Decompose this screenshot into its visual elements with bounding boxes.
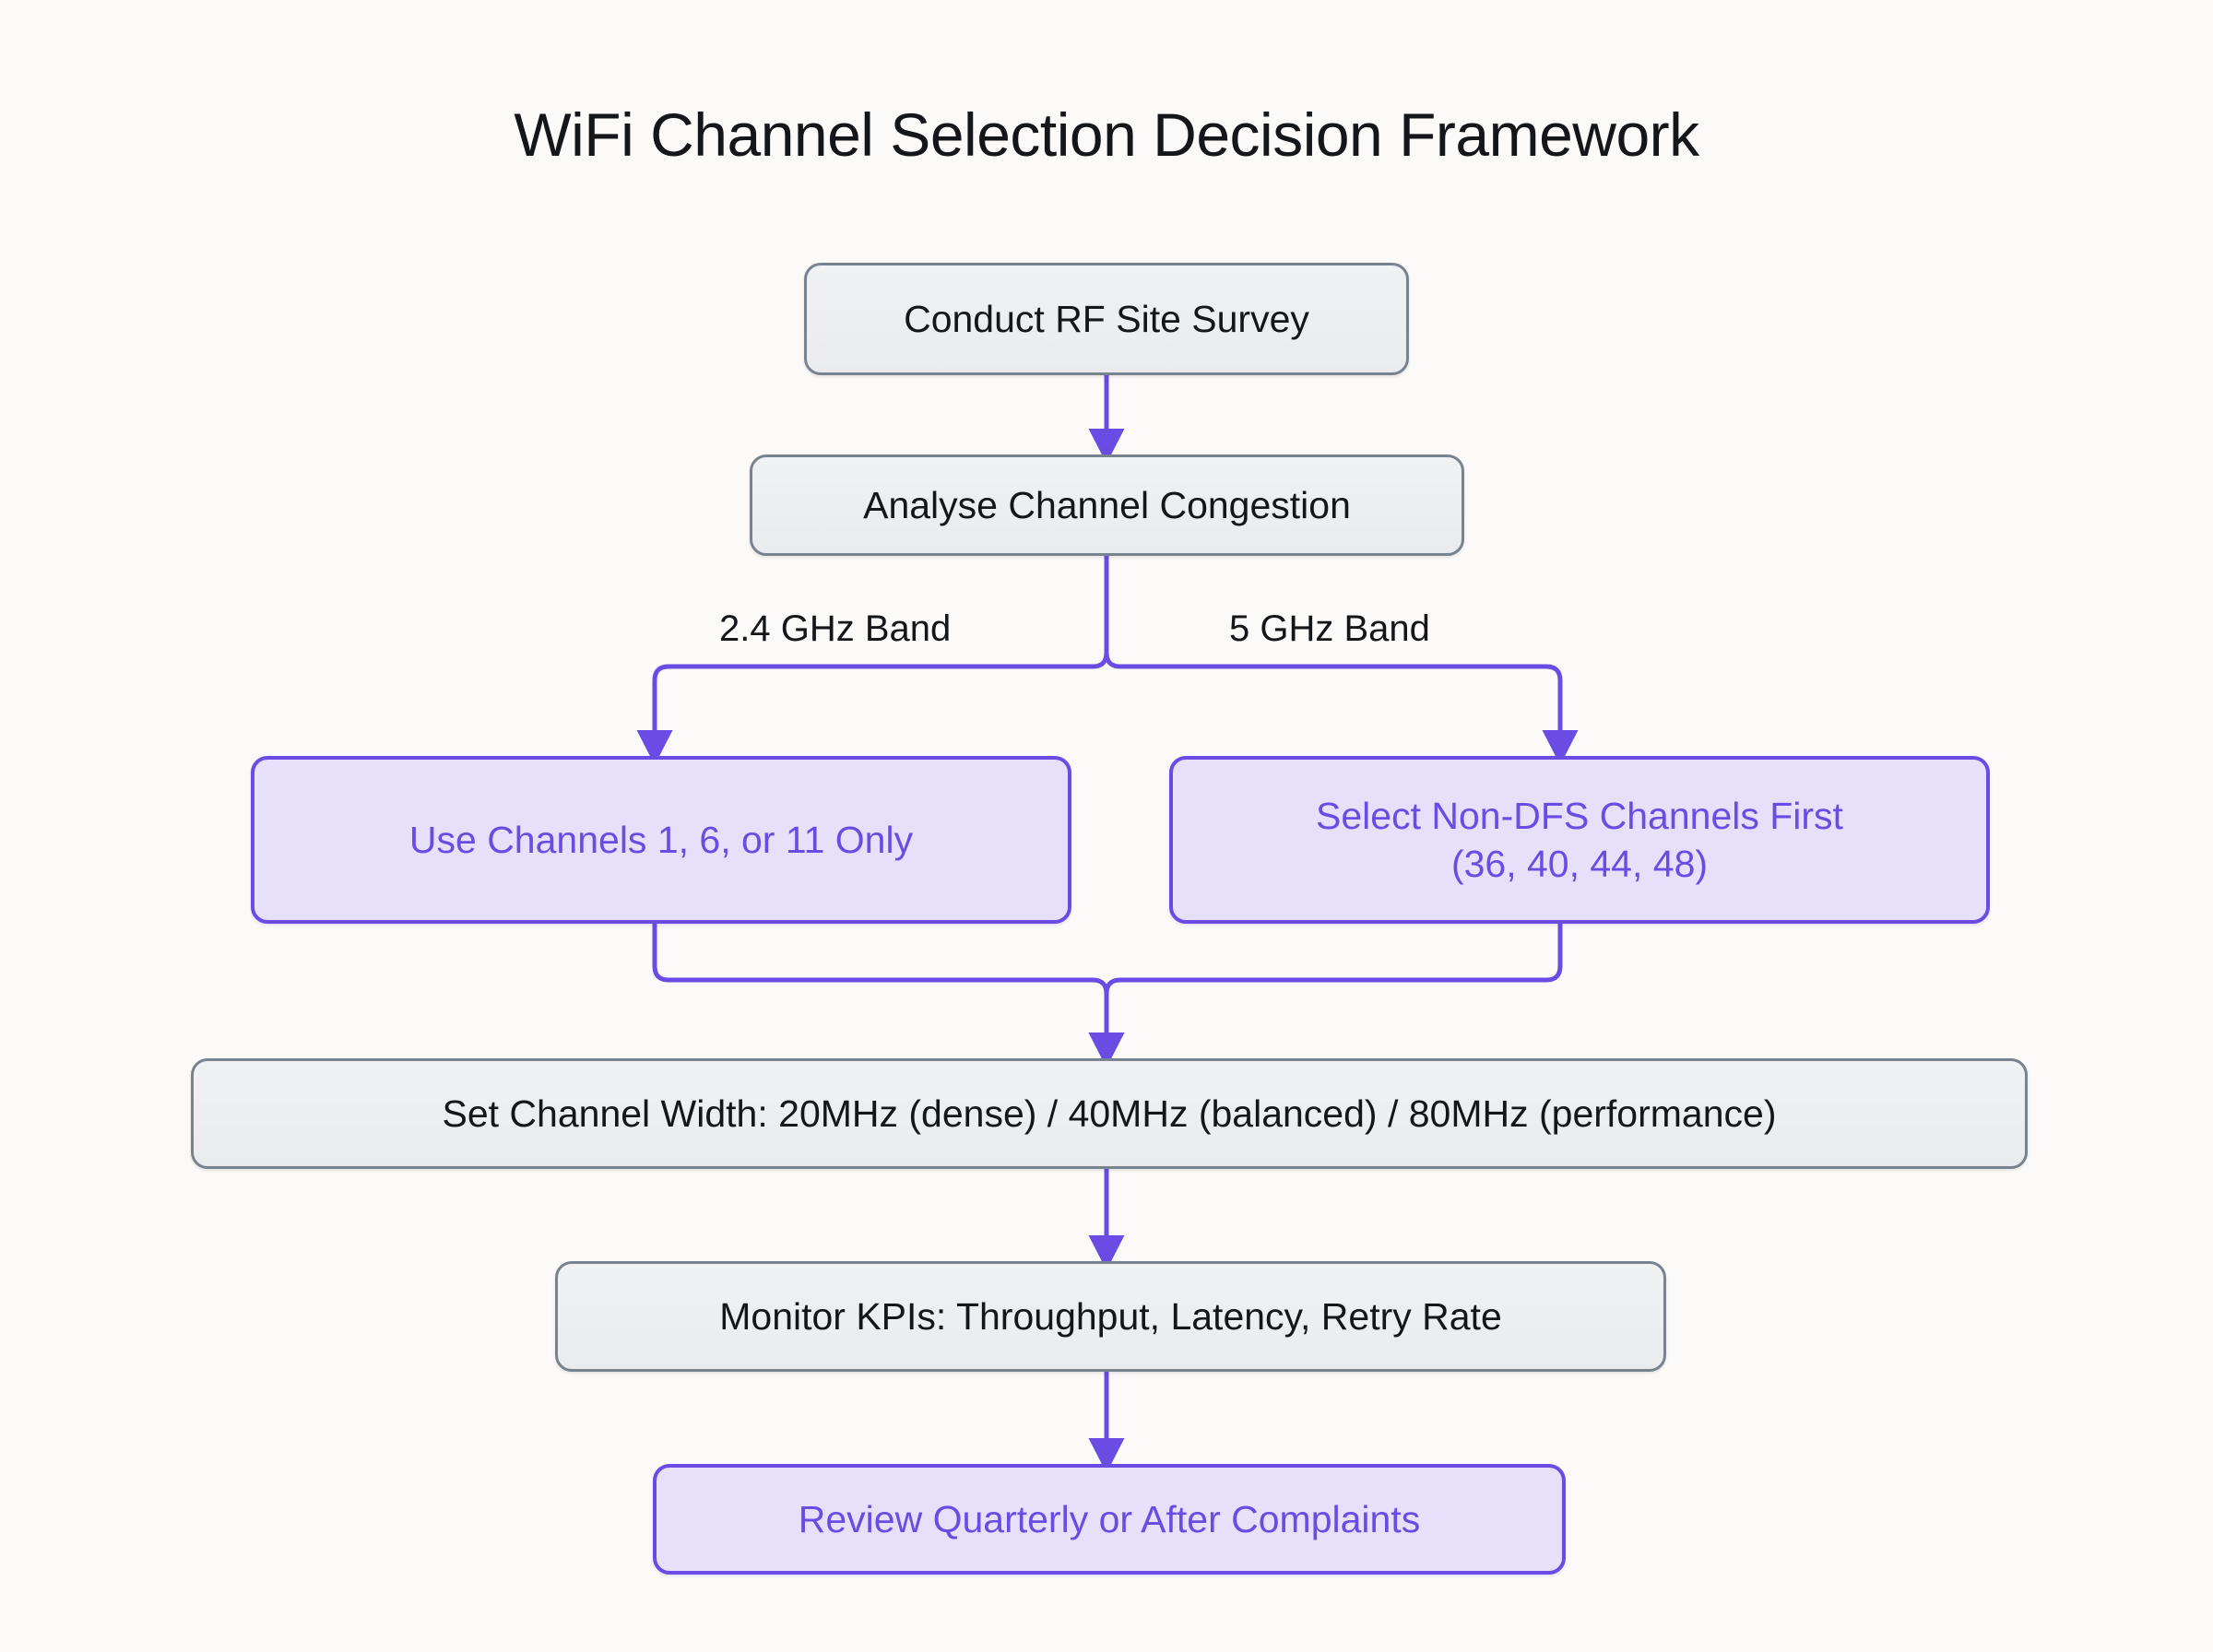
node-analyse-channel-congestion[interactable]: Analyse Channel Congestion: [750, 454, 1464, 556]
node-set-channel-width[interactable]: Set Channel Width: 20MHz (dense) / 40MHz…: [191, 1058, 2028, 1169]
node-label: Use Channels 1, 6, or 11 Only: [408, 818, 914, 861]
edge-label-5ghz-band: 5 GHz Band: [1229, 608, 1430, 649]
node-label: Conduct RF Site Survey: [904, 297, 1309, 340]
node-select-non-dfs-channels[interactable]: Select Non-DFS Channels First (36, 40, 4…: [1169, 756, 1990, 924]
edge-analyse-ghz5: [1104, 556, 1579, 765]
node-review-quarterly[interactable]: Review Quarterly or After Complaints: [653, 1464, 1566, 1575]
node-label: Monitor KPIs: Throughput, Latency, Retry…: [719, 1294, 1502, 1338]
edge-analyse-ghz24: [636, 556, 1109, 765]
node-conduct-rf-site-survey[interactable]: Conduct RF Site Survey: [804, 263, 1409, 375]
node-label-line-1: Select Non-DFS Channels First: [1316, 794, 1843, 837]
node-monitor-kpis[interactable]: Monitor KPIs: Throughput, Latency, Retry…: [555, 1261, 1666, 1372]
node-label: Set Channel Width: 20MHz (dense) / 40MHz…: [442, 1092, 1777, 1135]
page-title: WiFi Channel Selection Decision Framewor…: [514, 100, 1699, 169]
node-label: Select Non-DFS Channels First (36, 40, 4…: [1173, 792, 1986, 889]
node-label-line-2: (36, 40, 44, 48): [1450, 843, 1709, 885]
node-use-channels-1-6-11[interactable]: Use Channels 1, 6, or 11 Only: [251, 756, 1071, 924]
node-label: Review Quarterly or After Complaints: [798, 1497, 1421, 1540]
node-label: Analyse Channel Congestion: [863, 483, 1351, 526]
edge-label-2-4ghz-band: 2.4 GHz Band: [719, 608, 952, 649]
edge-ghz5-width: [1088, 924, 1563, 1068]
edge-ghz24-width: [652, 924, 1125, 1068]
